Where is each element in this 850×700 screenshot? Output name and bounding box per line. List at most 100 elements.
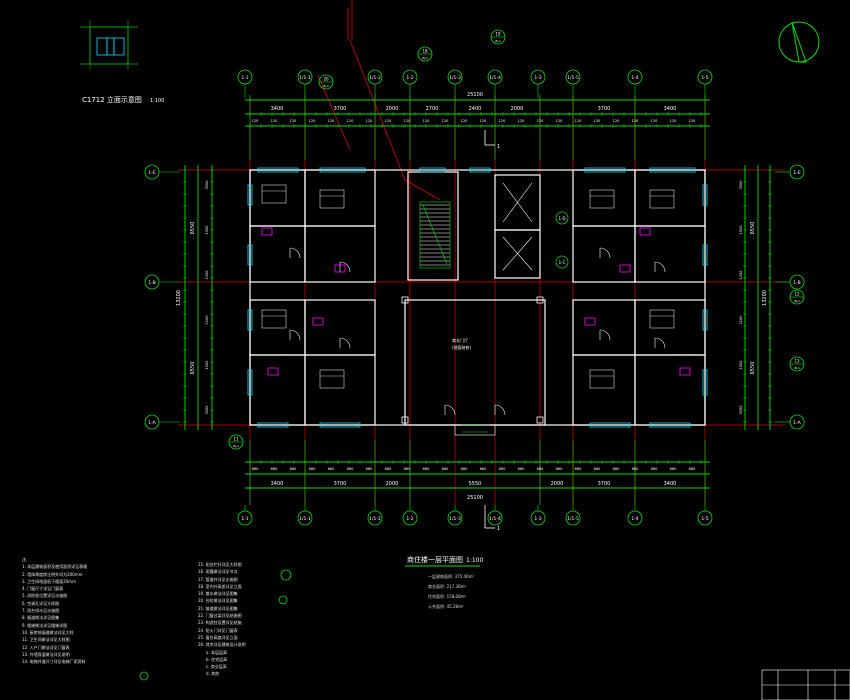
- hall-label-2: (地面装修): [452, 344, 472, 350]
- axis-label-right: 1-E: [793, 170, 800, 176]
- dimension-top-small: 120: [423, 119, 430, 123]
- leader-line-3: [317, 74, 351, 151]
- dimension-top-small: 120: [613, 119, 620, 123]
- axis-label-interior: 1-C: [559, 260, 566, 265]
- axis-label-top: 1/1-4: [489, 75, 501, 81]
- dimension-top-small: 120: [518, 119, 525, 123]
- note-line: 23. 构造柱设置详见结施: [198, 620, 242, 626]
- note-line: 16. 雨篷做法详见节点: [198, 569, 238, 575]
- dimension-bottom-small: 680: [404, 467, 411, 471]
- note-line: 7. 阳台排水见水施图: [22, 608, 60, 614]
- fixture-accent: [639, 227, 651, 236]
- stair-rail: [419, 201, 451, 269]
- dimension-bottom-small: 680: [347, 467, 354, 471]
- north-arrow: [778, 21, 820, 63]
- dimension-left-small: 1200: [205, 271, 209, 280]
- note-line: 8. 烟道做法详见图集: [22, 615, 60, 621]
- dimension-bottom-small: 680: [575, 467, 582, 471]
- note-line: 6. 空调孔详见大样图: [22, 600, 60, 606]
- elevator-cross: [502, 236, 533, 271]
- note-line: 11. 卫生间做法详见大样图: [22, 637, 70, 643]
- dimension-bottom-small: 680: [556, 467, 563, 471]
- dimension-top-small: 120: [385, 119, 392, 123]
- window: [247, 184, 253, 206]
- entrance-landing: [454, 424, 496, 436]
- dimension-right-value: 6550: [750, 222, 756, 235]
- general-notes-middle: 15. 阳台栏杆详见大样图 16. 雨篷做法详见节点 17. 管道井详见水施图 …: [198, 561, 246, 678]
- fixture-accent: [584, 317, 596, 326]
- window: [257, 422, 289, 428]
- note-line: 13. 外墙保温做法详见说明: [22, 651, 70, 657]
- callout-number: 20: [323, 77, 329, 82]
- axis-label-top: 1-2: [406, 75, 413, 81]
- door-swing: [339, 261, 351, 273]
- dimension-top-small: 120: [575, 119, 582, 123]
- dimension-bottom-small: 680: [499, 467, 506, 471]
- dimension-right-small: 3500: [739, 406, 743, 415]
- north-arrow-needle: [791, 21, 807, 63]
- dimension-bottom-small: 680: [518, 467, 525, 471]
- dimension-right-small: 3500: [739, 181, 743, 190]
- dimension-right-small: 1500: [739, 226, 743, 235]
- dimension-top-small: 120: [499, 119, 506, 123]
- axis-label-right: 1-B: [793, 280, 800, 286]
- door-swing: [494, 404, 506, 416]
- dimension-bottom-small: 680: [670, 467, 677, 471]
- note-line: 1. 本层建筑面积及使用面积详见表格: [22, 564, 88, 570]
- dimension-left-small: 2100: [205, 316, 209, 325]
- room-right-kitchen-2: [634, 354, 706, 426]
- dimension-left-small: 3500: [205, 406, 209, 415]
- callout-sheet: ZJ-1: [794, 366, 800, 370]
- note-line: 2. 墙体厚度除注明外均为200mm: [22, 571, 83, 577]
- axis-label-bottom: 1-2: [406, 516, 413, 522]
- dimension-bottom-value: 3700: [334, 481, 347, 487]
- dimension-bottom-value: 3400: [271, 481, 284, 487]
- elevator-cross: [502, 182, 533, 223]
- door-swing: [599, 247, 611, 259]
- window: [247, 244, 253, 266]
- fixture-accent: [334, 264, 346, 273]
- axis-label-left: 1-A: [148, 420, 156, 426]
- door-swing: [339, 337, 351, 349]
- note-line: 25. 窗台高度详见立面: [198, 634, 238, 640]
- note-line: 3. 卫生间地面低于楼面20mm: [22, 578, 76, 584]
- door-swing: [289, 247, 301, 259]
- dimension-top-value: 2000: [511, 106, 524, 112]
- axis-label-bottom: 1-3: [534, 516, 541, 522]
- leader-lines: [317, 0, 441, 201]
- furniture: [649, 309, 675, 329]
- hall-label-1: 商业门厅: [452, 337, 468, 343]
- fixture-accent: [267, 367, 279, 376]
- axis-label-top: 1/1-5: [567, 75, 579, 81]
- dimension-right-small: 1200: [739, 271, 743, 280]
- axis-label-left: 1-E: [148, 170, 155, 176]
- dimension-bottom-small: 680: [290, 467, 297, 471]
- furniture: [319, 189, 345, 209]
- dimension-bottom-small: 680: [689, 467, 696, 471]
- dimension-bottom-value: 2000: [551, 481, 564, 487]
- dimension-top-value: 3400: [271, 106, 284, 112]
- dimension-bottom-small: 680: [480, 467, 487, 471]
- dimension-top-small: 120: [480, 119, 487, 123]
- dimension-bottom-small: 680: [252, 467, 259, 471]
- notes-heading: 注:: [22, 557, 28, 562]
- furniture: [261, 309, 287, 329]
- column: [536, 296, 544, 304]
- callout-sheet: ZJ-1: [233, 444, 239, 448]
- section-label: 1: [497, 144, 500, 150]
- note-line: 5. 消防栓位置详见水施图: [22, 593, 68, 599]
- note-subline: d. 其他: [206, 671, 220, 677]
- dimension-left-small: 3500: [205, 181, 209, 190]
- axis-label-interior: 1-D: [558, 216, 565, 221]
- callout-number: 11: [233, 437, 239, 442]
- note-line: 17. 管道井详见水施图: [198, 576, 238, 582]
- note-marker-3: [139, 671, 149, 681]
- dimension-top-small: 120: [290, 119, 297, 123]
- door-swing: [654, 337, 666, 349]
- axis-label-top: 1-3: [534, 75, 541, 81]
- axis-label-bottom: 1-1: [241, 516, 248, 522]
- axis-label-bottom: 1/1-2: [369, 516, 381, 522]
- note-line: 9. 楼梯做法详见楼梯详图: [22, 622, 68, 628]
